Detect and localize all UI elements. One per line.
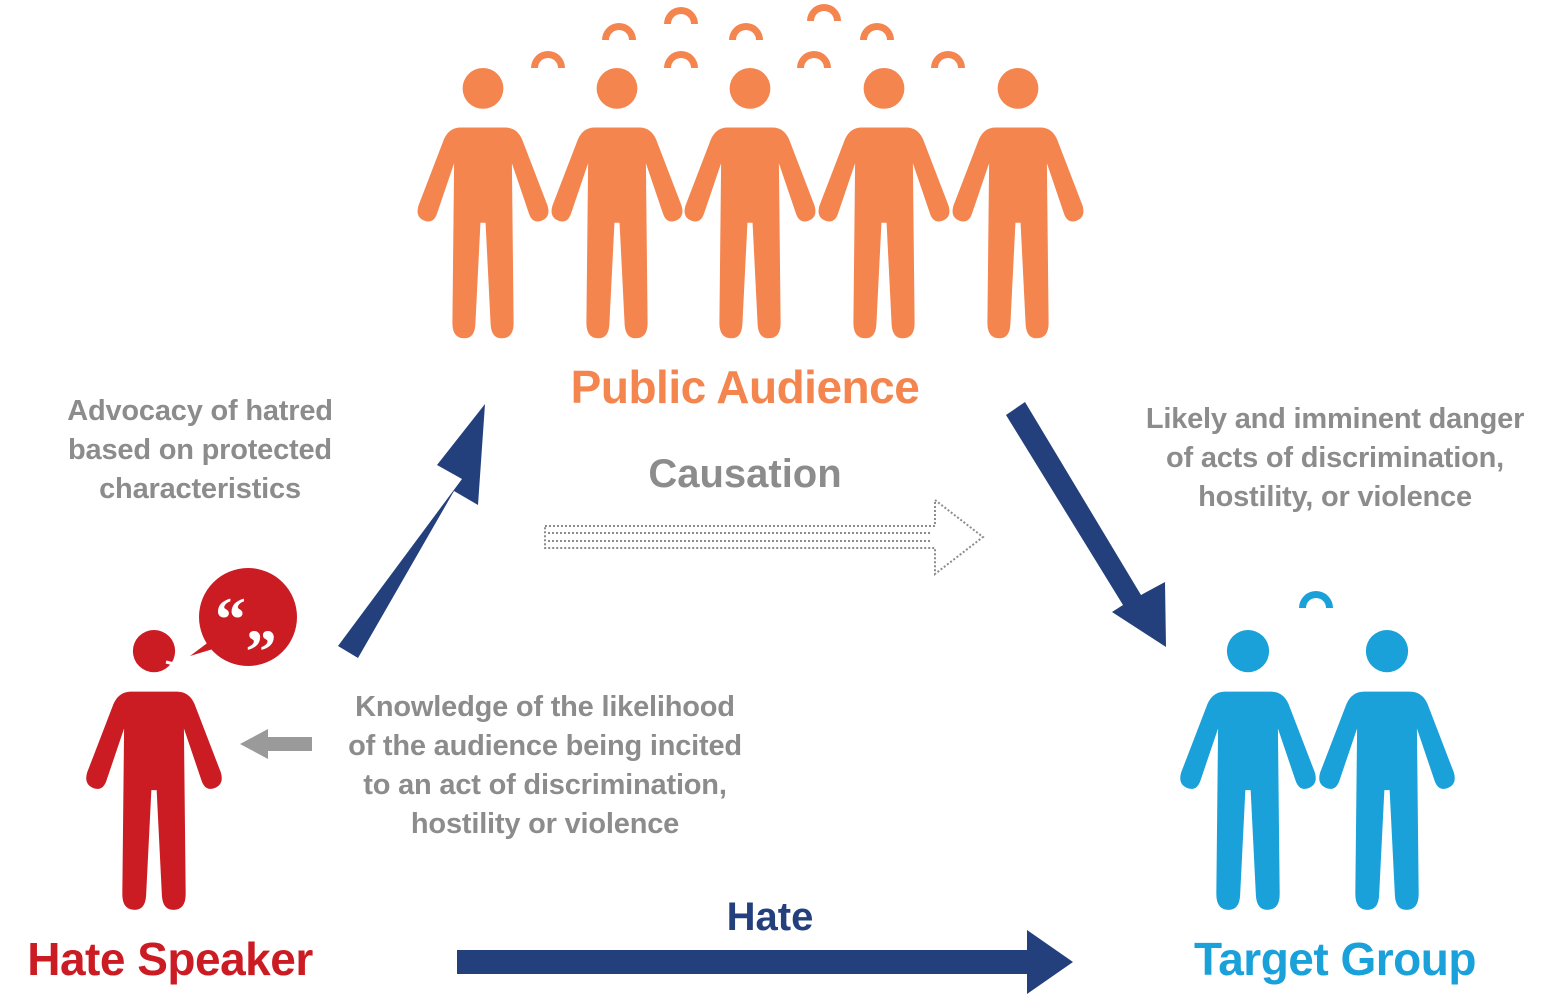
public-audience-figures [417, 68, 1084, 339]
knowledge-note: Knowledge of the likelihood of the audie… [320, 688, 770, 844]
public-audience-title: Public Audience [570, 361, 920, 413]
audience-person-icon [952, 68, 1084, 339]
danger-line: of acts of discrimination, [1165, 442, 1504, 474]
arrow-causation-dotted [544, 497, 985, 577]
danger-note: Likely and imminent danger of acts of di… [1120, 400, 1550, 517]
causation-label: Causation [648, 452, 842, 496]
target-group-title: Target Group [1194, 933, 1476, 985]
knowledge-line: of the audience being incited [348, 730, 742, 762]
speech-bubble-icon: “„ [190, 568, 297, 666]
knowledge-line: Knowledge of the likelihood [355, 691, 735, 723]
relationship-arrows [240, 402, 1166, 994]
brow-icon [602, 23, 636, 40]
advocacy-line: Advocacy of hatred [67, 395, 333, 427]
arrow-audience-to-target [1006, 402, 1166, 647]
danger-line: Likely and imminent danger [1145, 403, 1525, 435]
audience-person-icon [818, 68, 950, 339]
hate-speaker-title: Hate Speaker [27, 933, 313, 985]
speaker-person-icon [86, 630, 222, 910]
brow-icon [664, 51, 698, 68]
target-group-figures [1180, 591, 1455, 910]
arrow-speaker-to-target [457, 930, 1073, 994]
advocacy-note: Advocacy of hatred based on protected ch… [40, 392, 360, 509]
audience-person-icon [684, 68, 816, 339]
target-person-icon [1319, 630, 1455, 910]
brow-icon [729, 23, 763, 40]
brow-icon [1299, 591, 1333, 608]
brow-icon [797, 51, 831, 68]
quote-marks-glyph: “„ [215, 586, 277, 654]
target-person-icon [1180, 630, 1316, 910]
brow-icon [860, 23, 894, 40]
audience-expression-marks [531, 4, 965, 68]
hate-label: Hate [726, 895, 814, 939]
danger-line: hostility, or violence [1198, 481, 1472, 513]
audience-person-icon [551, 68, 683, 339]
brow-icon [931, 51, 965, 68]
brow-icon [664, 7, 698, 24]
arrow-knowledge-back [240, 729, 312, 759]
advocacy-line: based on protected [68, 434, 332, 466]
hate-speaker-figure [86, 630, 222, 910]
audience-person-icon [417, 68, 549, 339]
advocacy-line: characteristics [99, 473, 301, 505]
brow-icon [531, 51, 565, 68]
knowledge-line: hostility or violence [410, 808, 680, 840]
arrow-speaker-to-audience [338, 404, 485, 658]
brow-icon [807, 4, 841, 21]
knowledge-line: to an act of discrimination, [363, 769, 727, 801]
